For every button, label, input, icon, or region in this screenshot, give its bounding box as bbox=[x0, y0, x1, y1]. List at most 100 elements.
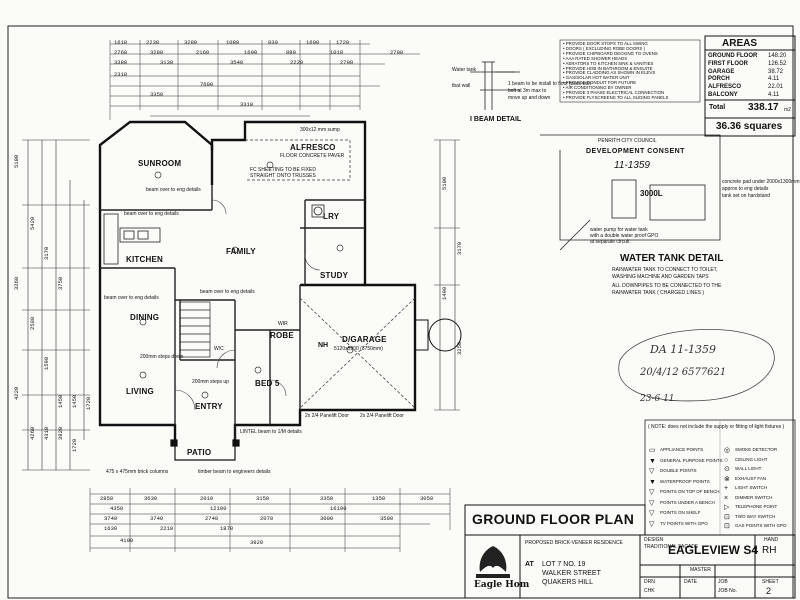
areas-title: AREAS bbox=[722, 38, 758, 49]
ibeam-label-wall: tbat wall bbox=[452, 83, 471, 89]
note-line: • AAA RATED SHOWER HEADS bbox=[563, 55, 628, 61]
dimension-top: 3130 bbox=[160, 59, 174, 66]
design-sub: TRADITIONAL FACADE bbox=[644, 544, 699, 550]
dimension-bottom: 16190 bbox=[330, 505, 347, 512]
legend-label: POINTS ON SHELF bbox=[660, 510, 701, 515]
room-garage-sub: 5120x5900 (3750mm) bbox=[334, 346, 383, 352]
design-name: EAGLEVIEW S4 bbox=[668, 543, 759, 557]
dimension-left: 1450 bbox=[71, 394, 78, 408]
room-garage: D/GARAGE bbox=[342, 335, 387, 344]
plan-title: GROUND FLOOR PLAN bbox=[472, 511, 635, 527]
dimension-bottom: 3000 bbox=[320, 515, 334, 522]
logo-text: Eagle Hom bbox=[474, 580, 530, 590]
sheet-border bbox=[7, 25, 794, 599]
legend-symbol-icon: ▽ bbox=[649, 520, 655, 528]
dimension-bottom: 2010 bbox=[200, 495, 214, 502]
laundry-fixtures bbox=[311, 204, 325, 218]
dimension-bottom: 3740 bbox=[104, 515, 118, 522]
room-dining: DINING bbox=[130, 313, 160, 322]
dimension-bottom: 2210 bbox=[160, 525, 174, 532]
dimension-top: 2790 bbox=[340, 59, 354, 66]
water-tank-caption-4: RAINWATER TANK ( CHARGED LINES ) bbox=[612, 290, 705, 296]
design-label: DESIGN bbox=[644, 537, 664, 543]
left-dimension-lines bbox=[22, 139, 90, 471]
note-line: • PROVIDE HOB IN BATHROOM & ENSUITE bbox=[563, 65, 653, 71]
door-swings bbox=[174, 199, 321, 411]
room-bed5: BED 5 bbox=[255, 379, 280, 388]
dimension-bottom: 3500 bbox=[380, 515, 394, 522]
legend-symbol-icon: × bbox=[724, 494, 729, 502]
water-tank-label-5: approx to eng details bbox=[722, 186, 769, 192]
legend-label: CEILING LIGHT bbox=[735, 456, 768, 462]
areas-row-value: 126.52 bbox=[768, 60, 787, 67]
ibeam-title: I BEAM DETAIL bbox=[470, 116, 522, 123]
title-block-frame bbox=[464, 504, 796, 599]
eagle-icon bbox=[476, 546, 510, 578]
legend-label: DIMMER SWITCH bbox=[735, 494, 773, 500]
council-stamp-line2: DEVELOPMENT CONSENT bbox=[586, 148, 685, 155]
sheet-label: SHEET bbox=[762, 579, 779, 585]
dimension-left: 4260 bbox=[29, 426, 36, 440]
dimension-bottom: 3920 bbox=[250, 539, 264, 546]
note-line: • GAS/SOLAR HOT WATER UNIT bbox=[563, 75, 630, 81]
eagle-logo: Eagle Hom bbox=[470, 540, 529, 594]
notes-frame bbox=[559, 39, 701, 103]
areas-row-value: 38.72 bbox=[768, 68, 784, 75]
note-line: • PROVIDE CLADDING AS SHOWN IN ELEVS bbox=[563, 70, 656, 76]
handwritten-number: 20/4/12 6577621 bbox=[640, 367, 727, 378]
plan-note-steps-up: 200mm steps up bbox=[192, 379, 229, 385]
tb-drn: DRN bbox=[644, 579, 655, 585]
water-tank-label-2: with a double water proof GPO bbox=[590, 233, 659, 239]
plan-note-sump: 300x12 mm sump bbox=[300, 127, 340, 133]
areas-row-label: PORCH bbox=[708, 76, 730, 83]
dimension-bottom: 3350 bbox=[320, 495, 334, 502]
hand-value: RH bbox=[762, 545, 777, 556]
areas-total-value: 338.17 bbox=[748, 102, 779, 113]
kitchen-benches bbox=[103, 213, 161, 265]
note-line: • AERATORS TO KITCHEN SINK & VANITIES bbox=[563, 60, 654, 66]
legend-label: GENERAL PURPOSE POINTS bbox=[660, 457, 723, 463]
legend-label: POINTS UNDER A BENCH bbox=[660, 499, 715, 505]
note-line: • PROVIDE 3 PHASE ELECTRICAL CONNECTION bbox=[563, 90, 665, 95]
plan-note-door-2: 2x 2/4 Panelift Door bbox=[360, 413, 404, 419]
water-tank-label-3: at separate circuit bbox=[590, 239, 630, 245]
legend-label: TWO WAY SWITCH bbox=[735, 513, 776, 519]
areas-total-unit: m2 bbox=[784, 107, 791, 113]
legend-symbol-icon: ⊗ bbox=[724, 475, 730, 483]
dimension-top: 1690 bbox=[306, 39, 320, 46]
legend-symbol-icon: ▽ bbox=[649, 499, 655, 507]
legend-label: GAS POINTS WITH GPO bbox=[735, 523, 787, 528]
tb-date: DATE bbox=[684, 579, 697, 585]
water-tank-title: WATER TANK DETAIL bbox=[620, 253, 724, 264]
room-kitchen: KITCHEN bbox=[126, 255, 163, 264]
areas-row-value: 4.11 bbox=[768, 76, 780, 83]
room-alfresco: ALFRESCO bbox=[290, 143, 336, 152]
plan-note-beam-1: beam over to eng details bbox=[146, 187, 201, 193]
areas-total-label: Total bbox=[709, 104, 726, 111]
dimension-top: 1080 bbox=[226, 39, 240, 46]
dimension-top: 890 bbox=[286, 49, 296, 56]
areas-row-label: ALFRESCO bbox=[708, 84, 741, 91]
dimension-top: 1720 bbox=[336, 39, 350, 46]
council-stamp-line1: PENRITH CITY COUNCIL bbox=[598, 138, 657, 144]
water-tank-caption-2: WASHING MACHINE AND GARDEN TAPS bbox=[612, 274, 709, 280]
plan-note-fc-1: FC SHEETING TO BE FIXED bbox=[250, 167, 316, 173]
top-dimension-lines bbox=[109, 40, 420, 120]
tb-chk: CHK bbox=[644, 588, 655, 594]
note-line: • AIR CONDITIONING BY OWNER bbox=[563, 85, 632, 91]
address-line3: QUAKERS HILL bbox=[542, 579, 593, 586]
legend-symbol-icon: ○ bbox=[724, 456, 729, 464]
tb-job: JOB bbox=[718, 579, 728, 585]
handwritten-date: 23-6 11 bbox=[640, 394, 675, 404]
plan-note-wir: WIR bbox=[278, 321, 288, 327]
areas-row-label: FIRST FLOOR bbox=[708, 60, 748, 67]
dimension-top: 3350 bbox=[150, 91, 164, 98]
note-line: • PROVIDE CHIPBOARD DECKING TO OVENS bbox=[563, 50, 658, 56]
dimension-right: 5100 bbox=[441, 176, 448, 190]
room-lry: LRY bbox=[323, 212, 340, 221]
note-line: • PROVIDE FLYSCREENS TO ALL SLIDING PANE… bbox=[563, 94, 669, 100]
tb-master: MASTER bbox=[690, 567, 711, 573]
room-alfresco-sub: FLOOR CONCRETE PAVER bbox=[280, 153, 345, 159]
areas-row-value: 22.01 bbox=[768, 84, 784, 91]
dimension-left: 1720 bbox=[85, 396, 92, 410]
